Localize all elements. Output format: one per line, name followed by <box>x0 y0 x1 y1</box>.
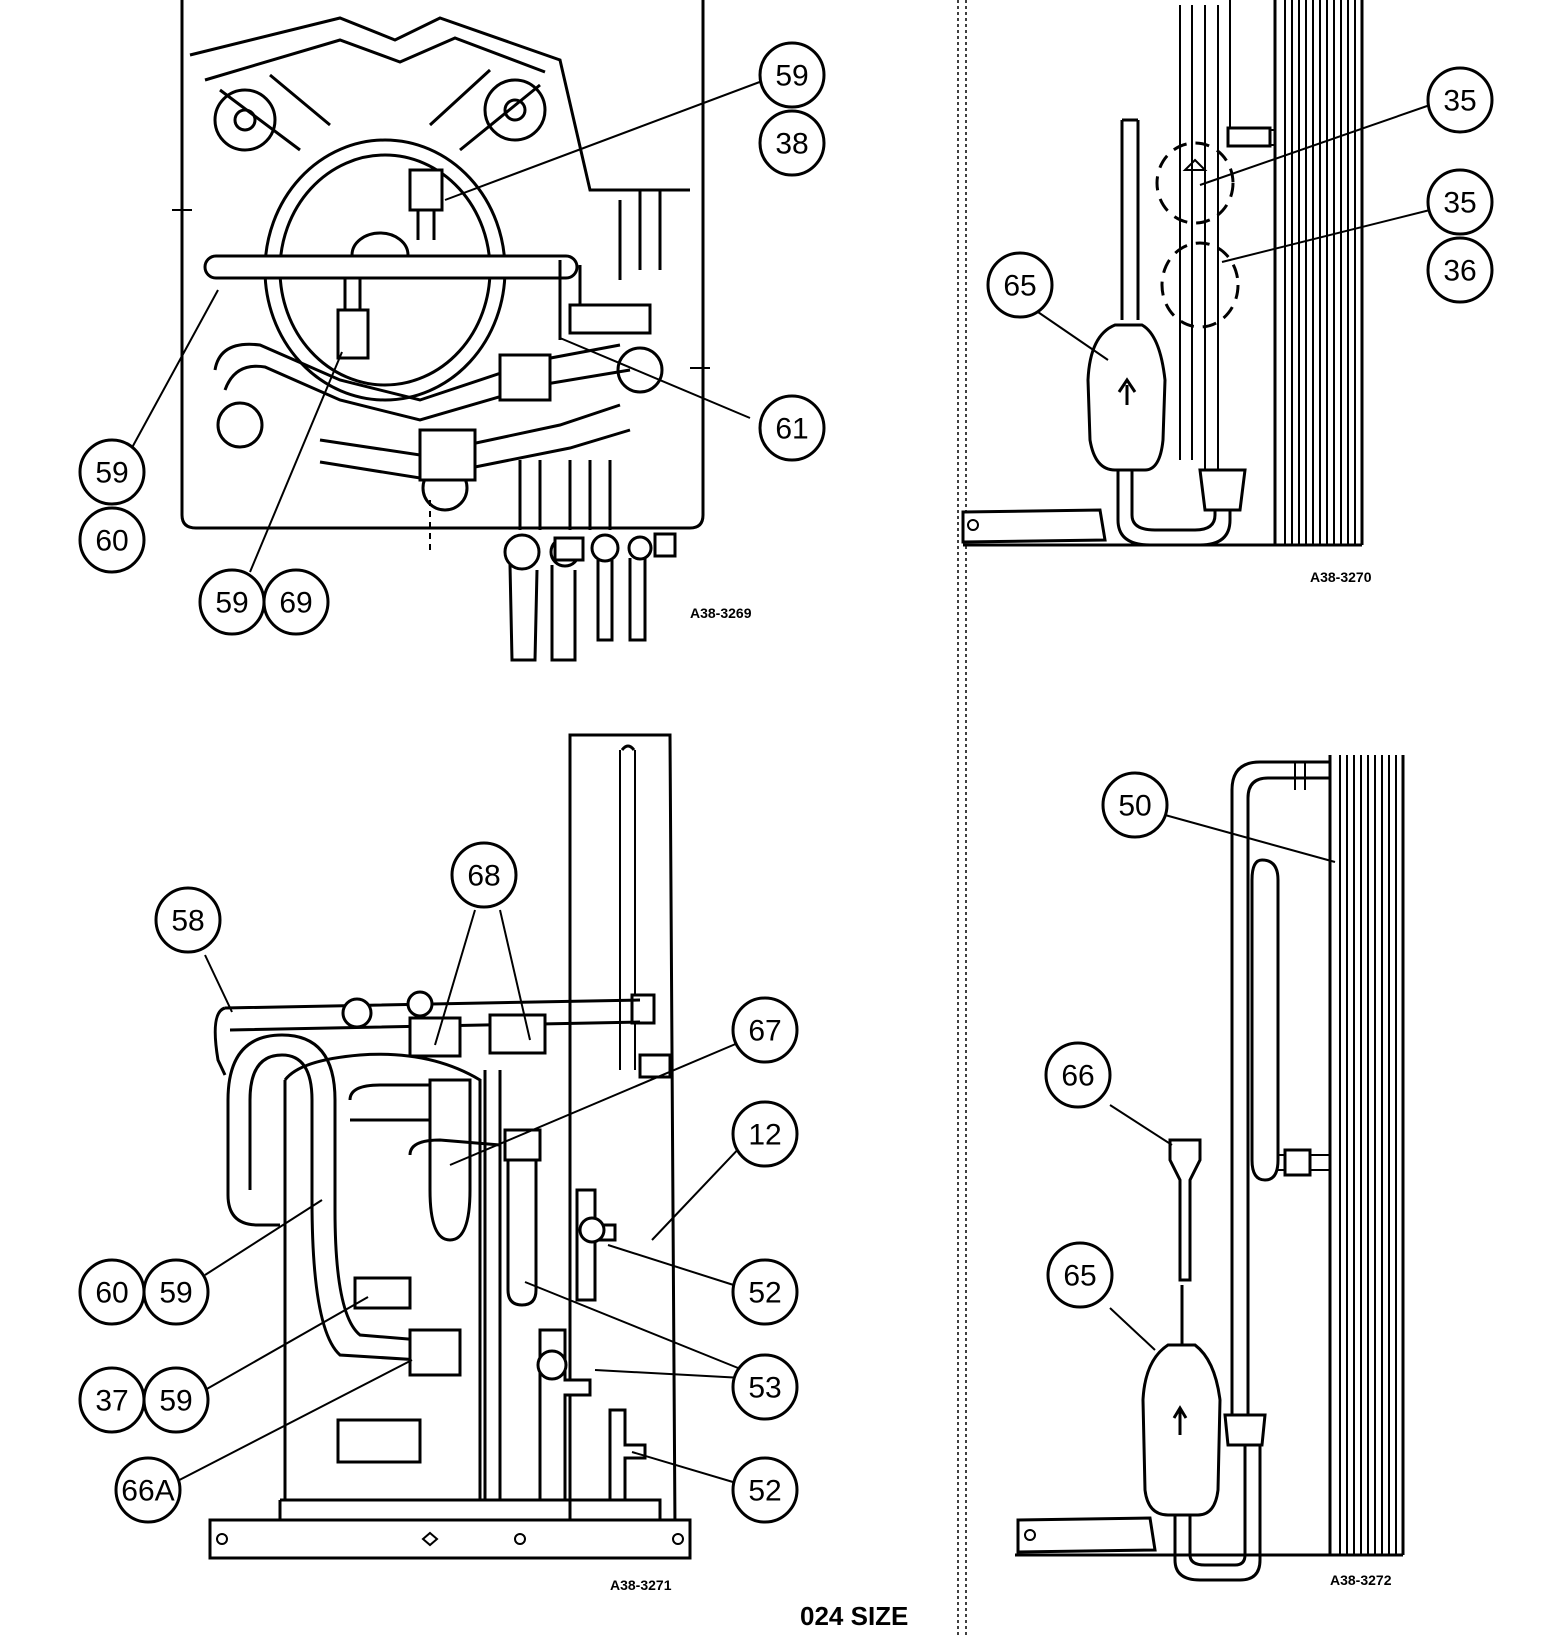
callout-bubble: 38 <box>758 109 826 177</box>
callout-bubble: 66A <box>114 1456 182 1524</box>
callout-label: 61 <box>775 413 808 446</box>
drawing-code: A38-3269 <box>690 605 752 621</box>
panel-bottom-right-drawing <box>1015 755 1405 1582</box>
callout-label: 60 <box>95 1277 128 1310</box>
callout-bubble: 52 <box>731 1456 799 1524</box>
callout-label: 66A <box>121 1475 174 1508</box>
callout-label: 69 <box>279 587 312 620</box>
panel-bottom-right-leaders <box>1109 814 1336 1351</box>
panel-top-left-drawing <box>172 0 710 662</box>
callout-label: 36 <box>1443 255 1476 288</box>
callout-label: 59 <box>159 1385 192 1418</box>
callout-label: 35 <box>1443 187 1476 220</box>
callout-label: 52 <box>748 1277 781 1310</box>
panel-bottom-left-callouts: 68 58 67 12 60 59 52 37 59 53 66A 52 <box>78 841 799 1524</box>
callout-bubble: 37 <box>78 1366 146 1434</box>
panel-bottom-right-callouts: 50 66 65 <box>1044 771 1169 1309</box>
callout-label: 38 <box>775 128 808 161</box>
callout-bubble: 52 <box>731 1258 799 1326</box>
callout-bubble: 53 <box>731 1353 799 1421</box>
callout-bubble: 36 <box>1426 236 1494 304</box>
callout-bubble: 65 <box>986 251 1054 319</box>
callout-label: 66 <box>1061 1060 1094 1093</box>
callout-bubble: 59 <box>758 41 826 109</box>
callout-bubble: 59 <box>142 1366 210 1434</box>
panel-bottom-left-leaders <box>159 909 746 1491</box>
callout-bubble: 35 <box>1426 66 1494 134</box>
callout-label: 59 <box>775 60 808 93</box>
callout-label: 65 <box>1003 270 1036 303</box>
drawing-code: A38-3270 <box>1310 569 1372 585</box>
callout-label: 59 <box>159 1277 192 1310</box>
callout-label: 68 <box>467 860 500 893</box>
callout-bubble: 65 <box>1046 1241 1114 1309</box>
callout-bubble: 59 <box>198 568 266 636</box>
callout-label: 52 <box>748 1475 781 1508</box>
drawing-code: A38-3272 <box>1330 1572 1392 1588</box>
callout-bubble: 66 <box>1044 1041 1112 1109</box>
callout-bubble: 59 <box>142 1258 210 1326</box>
callout-label: 35 <box>1443 85 1476 118</box>
callout-label: 67 <box>748 1015 781 1048</box>
callout-bubble: 35 <box>1426 168 1494 236</box>
callout-label: 12 <box>748 1119 781 1152</box>
callout-label: 37 <box>95 1385 128 1418</box>
callout-bubble: 67 <box>731 996 799 1064</box>
panel-bottom-left-drawing <box>208 733 692 1560</box>
callout-bubble: 12 <box>731 1100 799 1168</box>
callout-bubble: 61 <box>758 394 826 462</box>
callout-label: 50 <box>1118 790 1151 823</box>
callout-bubble: 59 <box>78 438 146 506</box>
size-label: 024 SIZE <box>800 1601 908 1631</box>
panel-top-right-drawing <box>961 0 1364 547</box>
panel-top-left-callouts: 59 38 61 59 60 59 69 <box>78 41 826 636</box>
callout-label: 65 <box>1063 1260 1096 1293</box>
panel-top-right-callouts: 35 35 36 65 <box>986 66 1494 319</box>
callout-label: 58 <box>171 905 204 938</box>
callout-bubble: 60 <box>78 506 146 574</box>
callout-bubble: 50 <box>1101 771 1169 839</box>
panel-top-right-leaders <box>1034 104 1431 361</box>
callout-bubble: 68 <box>450 841 518 909</box>
callout-label: 59 <box>95 457 128 490</box>
callout-bubble: 60 <box>78 1258 146 1326</box>
callout-label: 60 <box>95 525 128 558</box>
panel-top-left-leaders <box>127 79 766 573</box>
callout-label: 59 <box>215 587 248 620</box>
callout-bubble: 69 <box>262 568 330 636</box>
drawing-code: A38-3271 <box>610 1577 672 1593</box>
callout-label: 53 <box>748 1372 781 1405</box>
callout-bubble: 58 <box>154 886 222 954</box>
